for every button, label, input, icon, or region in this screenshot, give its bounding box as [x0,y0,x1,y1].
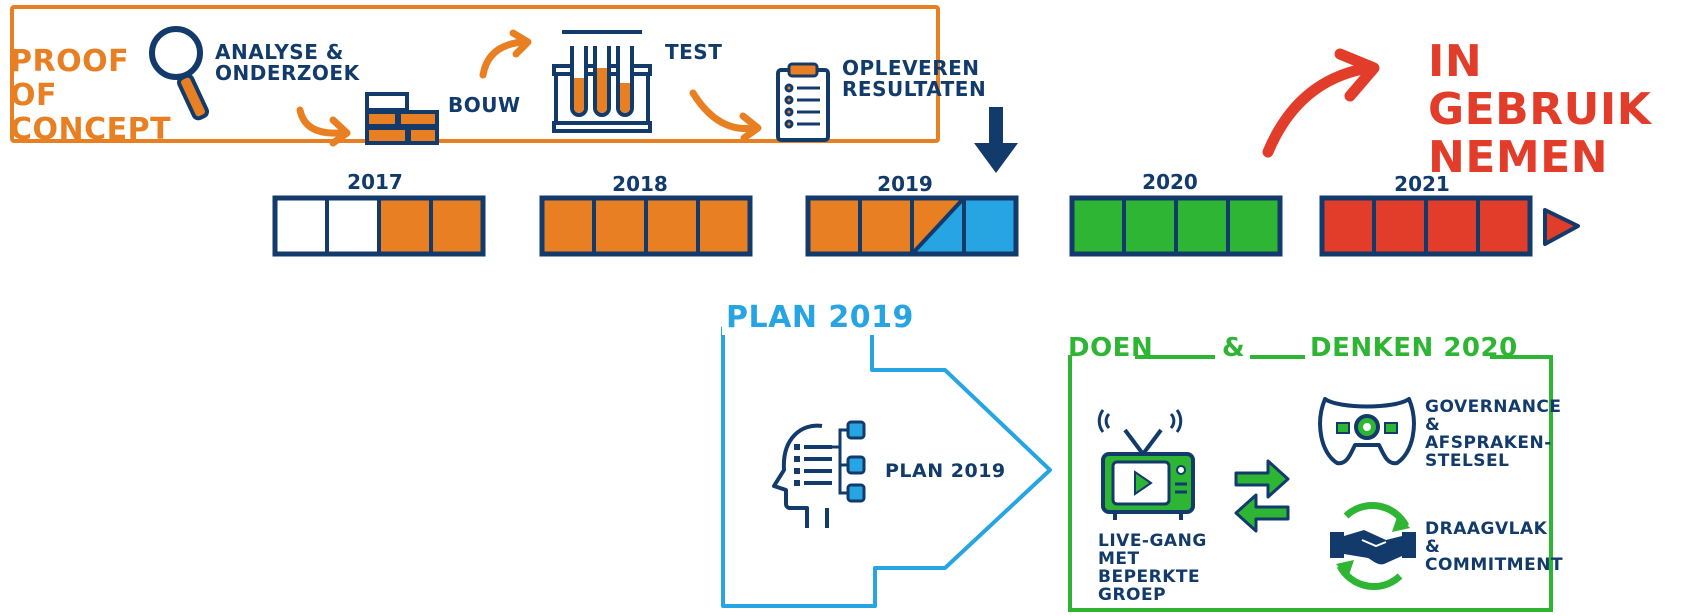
quarter-2019-2 [858,196,914,256]
year-2019: 2019 [877,172,933,196]
arrow-in-gebruik-icon [1262,48,1380,158]
quarter-2017-2 [325,196,381,256]
doen-frame-top-right [1490,355,1553,359]
quarter-2018-2 [592,196,648,256]
quarter-2019-4 [962,196,1018,256]
arrow-to-bouw-icon [296,106,351,147]
quarter-2021-1 [1320,196,1376,256]
poc-frame [10,5,940,143]
doen-amp: & [1222,333,1246,363]
timeline-end-arrow-icon [1543,208,1580,246]
doen-underline-2 [1250,355,1305,359]
quarter-2017-1 [273,196,329,256]
year-2020: 2020 [1142,170,1198,194]
year-block-2018 [539,195,753,257]
clipboard-icon [776,62,830,142]
plan-title: PLAN 2019 [722,300,918,335]
year-block-2017 [272,195,486,257]
head-network-icon [772,420,866,528]
year-2017: 2017 [347,170,403,194]
exchange-arrows-icon [1234,459,1290,533]
year-2021: 2021 [1394,172,1450,196]
quarter-2021-3 [1424,196,1480,256]
quarter-2018-3 [644,196,700,256]
analyse-label: ANALYSE & ONDERZOEK [215,40,360,85]
bricks-icon [365,92,439,145]
quarter-2021-4 [1476,196,1532,256]
doen-frame [1068,355,1553,612]
magnifier-icon [149,26,209,121]
in-gebruik-title: IN GEBRUIK NEMEN [1428,36,1652,183]
arrow-to-opleveren-icon [689,89,762,142]
doen-title-right: DENKEN 2020 [1310,333,1518,363]
year-block-2019 [805,195,1019,257]
doen-underline-1 [1135,355,1215,359]
year-block-2021 [1319,195,1533,257]
arrow-to-test-icon [479,29,532,79]
tv-icon [1097,409,1195,520]
quarter-2019-1 [806,196,862,256]
governance-label: GOVERNANCE & AFSPRAKEN-STELSEL [1425,397,1562,471]
year-block-2020 [1069,195,1283,257]
quarter-2018-1 [540,196,596,256]
plan-arrow-shape [721,326,1052,608]
test-label: TEST [665,40,723,64]
quarter-2020-2 [1122,196,1178,256]
quarter-2019-3-divider [910,196,966,256]
draagvlak-label: DRAAGVLAK & COMMITMENT [1425,519,1564,575]
handshake-icon [1330,501,1416,591]
quarter-2020-1 [1070,196,1126,256]
year-2018: 2018 [612,172,668,196]
quarter-2018-4 [696,196,752,256]
quarter-2020-3 [1174,196,1230,256]
plan-item-label: PLAN 2019 [885,460,1006,482]
live-gang-label: LIVE-GANG MET BEPERKTE GROEP [1098,531,1207,605]
test-tubes-icon [552,30,652,133]
quarter-2020-4 [1226,196,1282,256]
down-arrow-icon [974,107,1018,173]
quarter-2017-3 [377,196,433,256]
governance-icon [1318,397,1416,466]
opleveren-label: OPLEVEREN RESULTATEN [842,56,987,101]
quarter-2017-4 [429,196,485,256]
bouw-label: BOUW [448,93,521,117]
quarter-2021-2 [1372,196,1428,256]
